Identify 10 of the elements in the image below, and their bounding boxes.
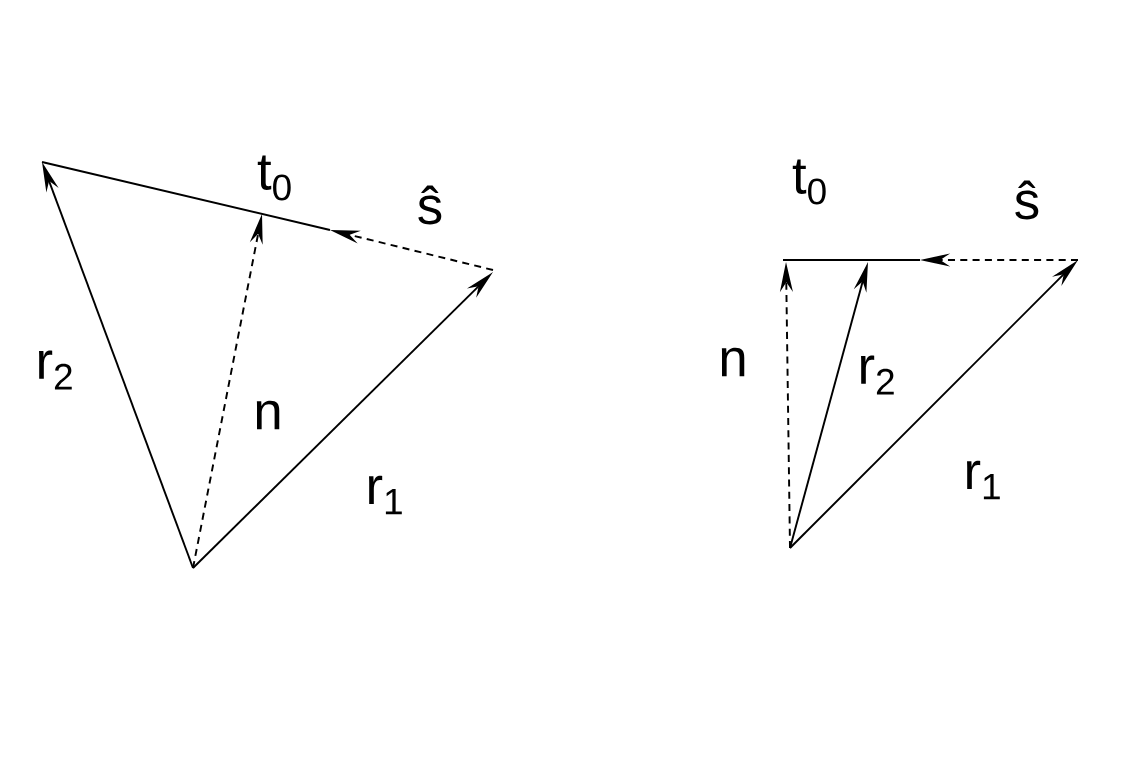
vector-label: r$_{1}$	[967, 460, 1000, 500]
vector-label: r$_{1}$	[369, 475, 402, 515]
vector-label: n	[721, 347, 745, 377]
vector-label: t$_{0}$	[257, 155, 291, 201]
vector-label: t$_{0}$	[792, 159, 826, 205]
vector-label: r$_{2}$	[861, 355, 894, 395]
vector-label: ŝ	[418, 185, 442, 225]
vector-label: n	[256, 400, 280, 430]
vector-label: ŝ	[1015, 180, 1039, 220]
vector-label: r$_{2}$	[39, 350, 72, 390]
